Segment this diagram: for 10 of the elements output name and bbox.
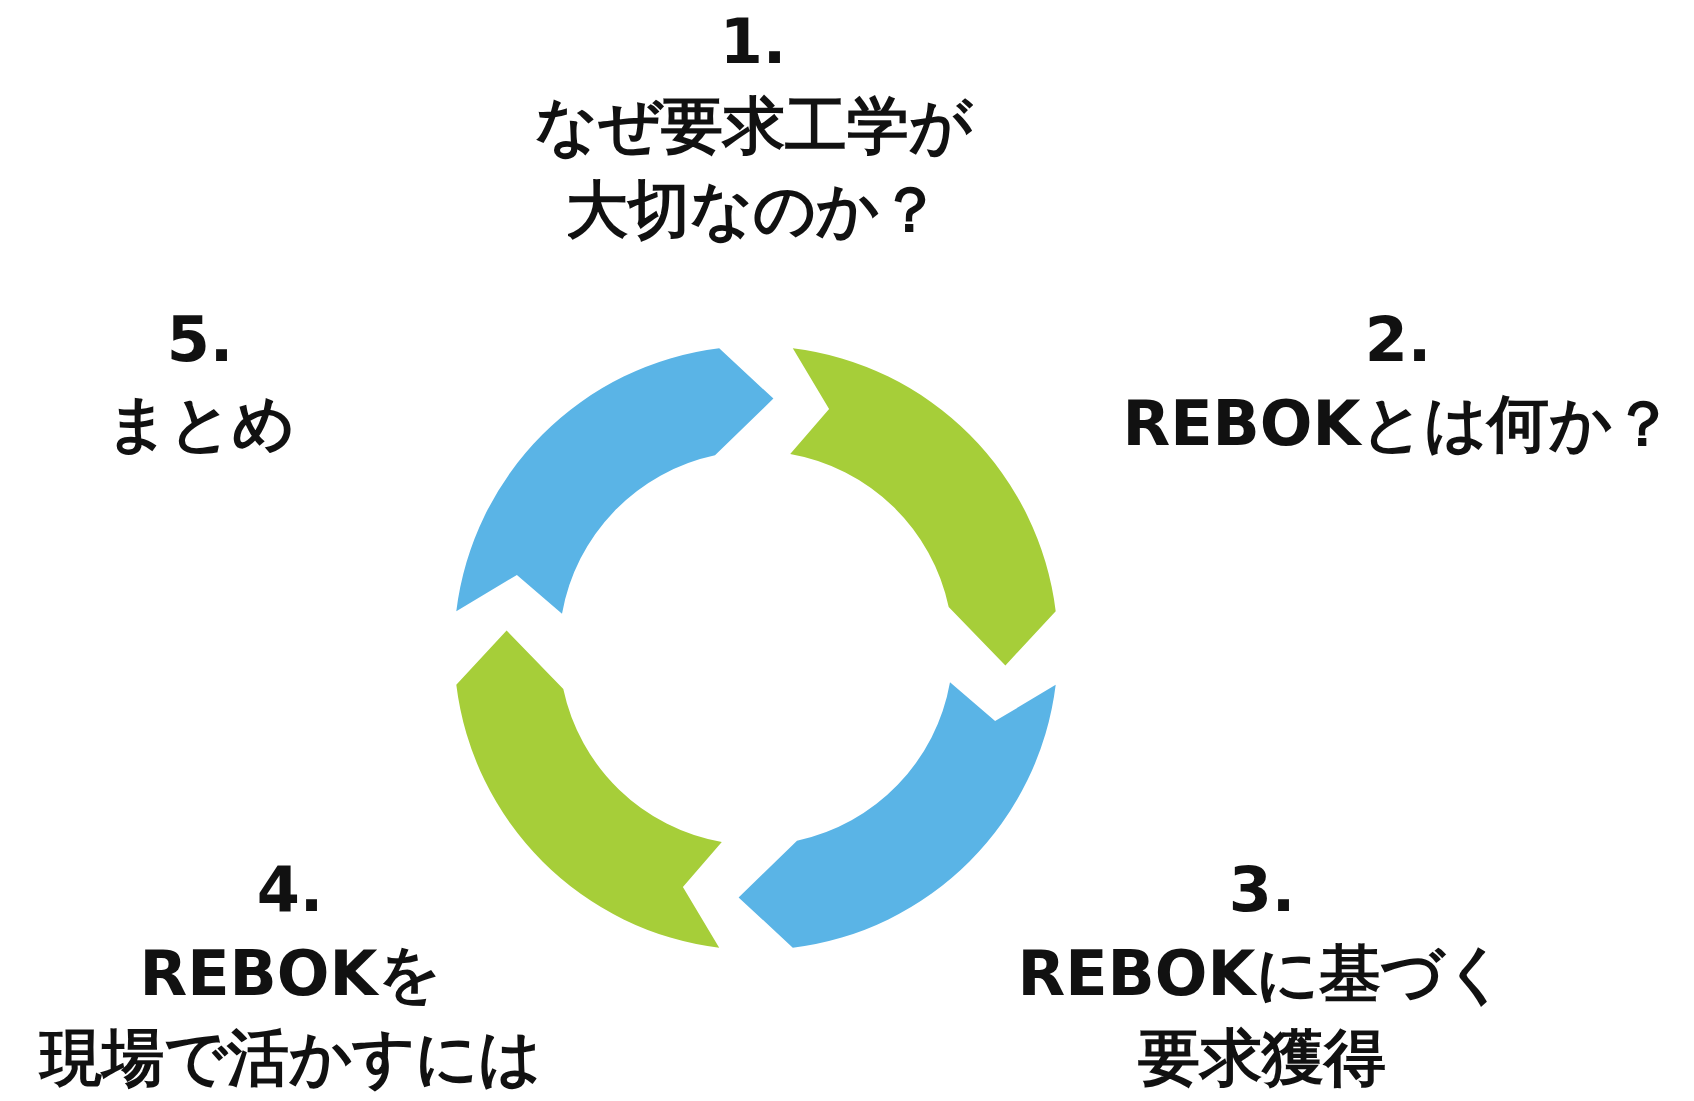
section-title: まとめ bbox=[105, 386, 295, 462]
section-number: 1. bbox=[719, 4, 787, 80]
section-number: 4. bbox=[256, 852, 324, 928]
section-title: REBOKに基づく要求獲得 bbox=[1017, 936, 1507, 1096]
section-title: REBOKを現場で活かすには bbox=[39, 936, 541, 1096]
section-number: 3. bbox=[1228, 852, 1296, 928]
section-number: 5. bbox=[166, 302, 234, 378]
section-title: REBOKとは何か？ bbox=[1122, 386, 1674, 462]
section-title: なぜ要求工学が大切なのか？ bbox=[534, 88, 972, 248]
section-number: 2. bbox=[1364, 302, 1432, 378]
